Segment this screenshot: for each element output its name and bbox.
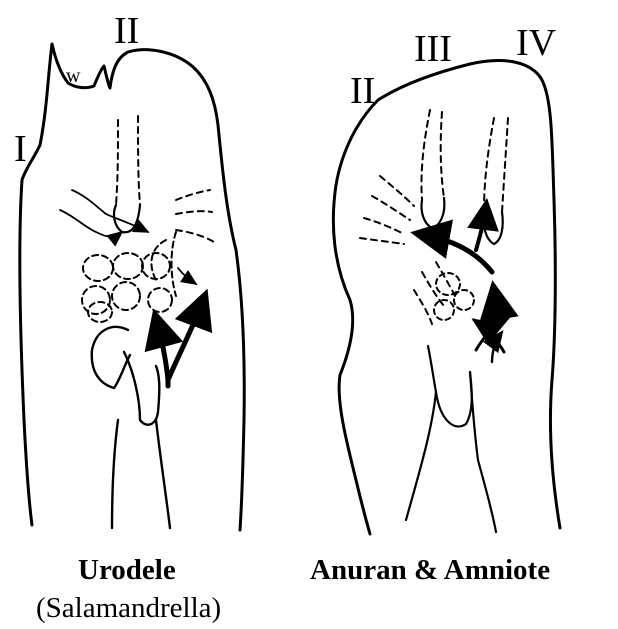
urodele-web-label: w: [66, 66, 80, 86]
urodele-digit-rays: [116, 116, 214, 242]
urodele-ulna-outline: [112, 420, 170, 528]
urodele-carpal-condensations: [82, 232, 176, 322]
anuran-amniote-limb: [333, 61, 560, 534]
urodele-thin-arrow-mid: [72, 190, 148, 232]
anuran-radius-outline: [406, 372, 496, 532]
urodele-radius-outline: [124, 352, 159, 425]
urodele-thin-arrow-upper: [60, 210, 122, 237]
anuran-digit-bud: [428, 346, 472, 426]
urodele-limb: [20, 44, 244, 530]
anuran-metacarpal-III: [421, 198, 444, 228]
anuran-digit-III-label: III: [414, 30, 452, 68]
urodele-caption: Urodele: [78, 556, 176, 585]
urodele-digit-I-bud: [92, 327, 130, 388]
anuran-limb-outline: [333, 61, 560, 534]
anuran-bold-arrow-anterior: [420, 234, 492, 272]
urodele-digit-I-label: I: [14, 130, 27, 168]
urodele-subcaption: (Salamandrella): [36, 594, 221, 623]
anuran-carpal-condensations: [434, 273, 474, 320]
anuran-digit-IV-label: IV: [516, 24, 556, 62]
urodele-digit-II-label: II: [114, 12, 139, 50]
urodele-thin-arrow-right: [178, 268, 196, 284]
anuran-amniote-caption: Anuran & Amniote: [310, 556, 550, 585]
urodele-bold-arrow-right: [168, 298, 204, 380]
anuran-digit-II-label: II: [350, 72, 375, 110]
urodele-limb-outline: [20, 44, 244, 530]
